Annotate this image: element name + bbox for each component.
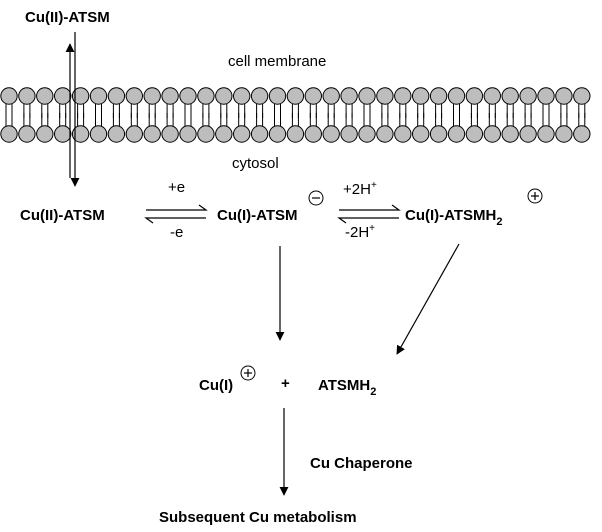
lipid-head xyxy=(501,87,519,105)
lipid-head xyxy=(555,125,573,143)
transmembrane-arrow xyxy=(65,32,80,187)
lipid-head xyxy=(250,87,269,105)
lipid-head xyxy=(358,87,376,105)
lipid-head xyxy=(0,125,18,143)
lipid-head xyxy=(429,125,448,143)
lipid-head xyxy=(483,87,501,105)
lipid-head xyxy=(179,87,197,105)
lipid-head xyxy=(537,87,555,105)
lipid-head xyxy=(89,125,108,143)
lipid-head xyxy=(394,87,412,105)
lipid-head xyxy=(376,125,394,143)
lipid-head xyxy=(286,87,305,105)
lipid-head xyxy=(161,125,179,143)
lipid-head xyxy=(233,87,251,105)
lipid-head xyxy=(465,87,484,105)
lipid-head xyxy=(519,125,537,143)
lipid-head xyxy=(125,87,144,105)
positive-charge-icon xyxy=(527,188,543,204)
lipid-head xyxy=(197,125,215,143)
lipid-head xyxy=(233,125,251,143)
lipid-head xyxy=(286,125,305,143)
lipid-head xyxy=(304,87,322,105)
lipid-head xyxy=(215,125,233,143)
protonation-forward-label: +2H+ xyxy=(343,180,377,198)
lipid-head xyxy=(215,87,233,105)
reduction-forward-label: +e xyxy=(168,179,185,196)
protonation-reverse-label: -2H+ xyxy=(345,223,375,241)
protonation-equilibrium-arrow xyxy=(337,204,401,224)
outside-complex-label: Cu(II)-ATSM xyxy=(25,9,110,26)
lipid-head xyxy=(18,87,36,105)
lipid-head xyxy=(322,125,340,143)
lipid-head xyxy=(107,87,126,105)
lipid-head xyxy=(358,125,376,143)
lipid-head xyxy=(36,125,54,143)
reduction-reverse-label: -e xyxy=(170,224,183,241)
lipid-head xyxy=(18,125,36,143)
membrane-label: cell membrane xyxy=(228,53,326,70)
lipid-head xyxy=(537,125,555,143)
lipid-head xyxy=(447,87,466,105)
lipid-head xyxy=(268,125,287,143)
lipid-head xyxy=(322,87,340,105)
plus-sign: + xyxy=(281,375,290,392)
lipid-head xyxy=(304,125,322,143)
lipid-head xyxy=(161,87,179,105)
lipid-head xyxy=(54,125,72,143)
lipid-head xyxy=(36,87,54,105)
cytosol-label: cytosol xyxy=(232,155,279,172)
lipid-head xyxy=(268,87,287,105)
lipid-head xyxy=(412,125,430,143)
final-product-label: Subsequent Cu metabolism xyxy=(159,509,357,526)
lipid-head xyxy=(143,125,161,143)
lipid-head xyxy=(429,87,448,105)
lipid-head xyxy=(573,125,591,143)
dissociation-arrow-right xyxy=(396,243,460,355)
lipid-head xyxy=(501,125,519,143)
lipid-bilayer xyxy=(0,87,591,143)
lipid-head xyxy=(394,125,412,143)
negative-charge-icon xyxy=(308,190,324,206)
lipid-head xyxy=(555,87,573,105)
lipid-head xyxy=(376,87,394,105)
lipid-head xyxy=(71,87,90,105)
lipid-head xyxy=(519,87,537,105)
lipid-head xyxy=(197,87,215,105)
lipid-head xyxy=(412,87,430,105)
lipid-head xyxy=(54,87,72,105)
lipid-head xyxy=(125,125,144,143)
lipid-head xyxy=(340,87,358,105)
lipid-head xyxy=(0,87,18,105)
reduced-complex-label: Cu(I)-ATSM xyxy=(217,207,298,224)
reduction-equilibrium-arrow xyxy=(144,204,208,224)
lipid-head xyxy=(340,125,358,143)
cytosol-complex-label: Cu(II)-ATSM xyxy=(20,207,105,224)
lipid-head xyxy=(447,125,466,143)
lipid-head xyxy=(179,125,197,143)
free-copper-label: Cu(I) xyxy=(199,377,233,394)
lipid-head xyxy=(573,87,591,105)
lipid-head xyxy=(89,87,108,105)
lipid-head xyxy=(143,87,161,105)
lipid-head xyxy=(483,125,501,143)
free-ligand-label: ATSMH2 xyxy=(318,377,376,398)
chaperone-label: Cu Chaperone xyxy=(310,455,413,472)
lipid-head xyxy=(465,125,484,143)
lipid-head xyxy=(71,125,90,143)
protonated-complex-label: Cu(I)-ATSMH2 xyxy=(405,207,503,228)
positive-charge-icon xyxy=(240,365,256,381)
lipid-head xyxy=(107,125,126,143)
lipid-head xyxy=(250,125,269,143)
